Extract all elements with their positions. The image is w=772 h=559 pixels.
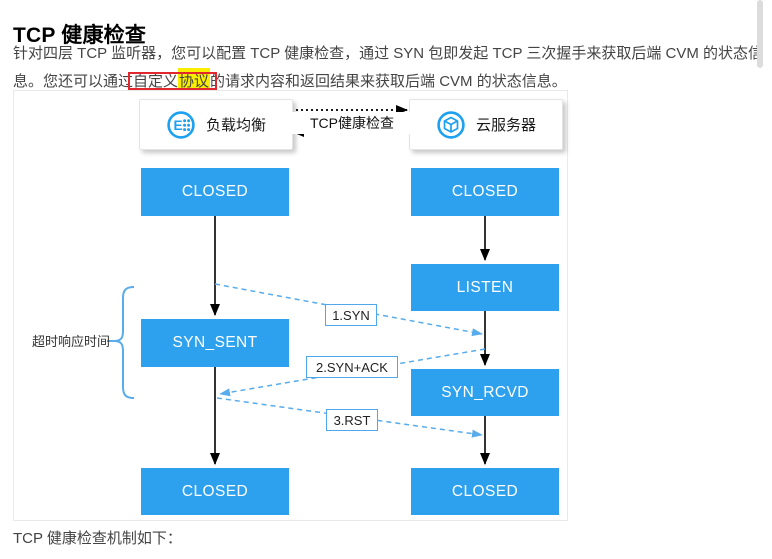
cloud-server-node: 云服务器 [409,99,563,150]
timeout-response-label: 超时响应时间 [31,334,110,349]
state-cvm-syn-rcvd: SYN_RCVD [411,369,559,416]
scrollbar-thumb[interactable] [757,0,763,68]
state-lb-closed-top: CLOSED [141,168,289,216]
boxed-text: 自定义 [133,73,179,90]
state-cvm-closed-bottom: CLOSED [411,468,559,515]
message-label-rst: 3.RST [326,409,378,431]
tcp-health-check-diagram: E 负载均衡 云服务器 TCP健康检查 CLOSED SYN_SENT CLOS… [13,90,568,521]
paragraph-line-2: 息。您还可以通过自定义协议的请求内容和返回结果来获取后端 CVM 的状态信息。 [13,68,758,96]
load-balancer-icon: E [167,110,195,139]
paragraph-line-1: 针对四层 TCP 监听器，您可以配置 TCP 健康检查，通过 SYN 包即发起 … [13,45,764,62]
state-lb-syn-sent: SYN_SENT [141,319,289,367]
paragraph-line-2-pre: 息。您还可以通过 [13,73,134,90]
state-lb-closed-bottom: CLOSED [141,468,289,515]
page-title: TCP 健康检查 [13,24,147,48]
load-balancer-label: 负载均衡 [205,117,266,134]
paragraph-line-2-post: 的请求内容和返回结果来获取后端 CVM 的状态信息。 [210,73,567,90]
cloud-server-icon [437,110,465,139]
message-label-syn: 1.SYN [325,304,377,326]
message-label-syn-ack: 2.SYN+ACK [306,356,398,378]
cloud-server-label: 云服务器 [475,117,536,134]
state-cvm-closed-top: CLOSED [411,168,559,216]
annotation-red-box: 自定义协议 [133,68,211,95]
svg-text:E: E [173,118,182,133]
load-balancer-node: E 负载均衡 [139,99,293,150]
state-cvm-listen: LISTEN [411,264,559,311]
health-check-link-label: TCP健康检查 [282,112,422,134]
footer-text: TCP 健康检查机制如下： [13,530,182,547]
